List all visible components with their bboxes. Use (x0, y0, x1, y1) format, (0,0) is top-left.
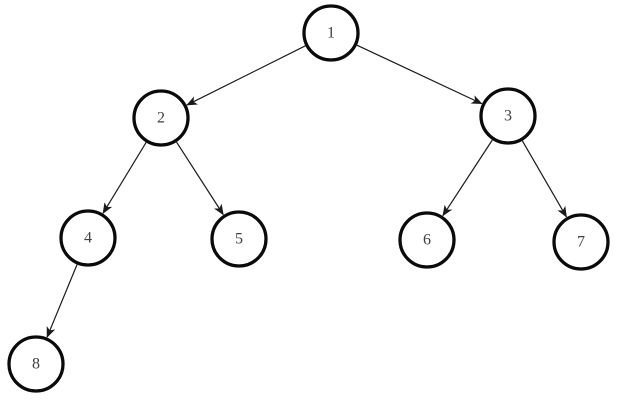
tree-node-1: 1 (302, 4, 360, 62)
tree-node-label-7: 7 (577, 234, 585, 251)
tree-node-2: 2 (132, 89, 190, 147)
tree-node-circle-4 (59, 209, 117, 267)
tree-node-label-6: 6 (423, 232, 431, 249)
tree-node-5: 5 (210, 210, 268, 268)
tree-node-label-1: 1 (327, 25, 335, 42)
tree-edge-2-4 (102, 142, 147, 214)
tree-edge-3-6 (442, 139, 493, 217)
tree-edge-1-3 (356, 44, 483, 105)
tree-node-circle-2 (132, 89, 190, 147)
tree-node-7: 7 (552, 213, 610, 271)
tree-node-circle-1 (302, 4, 360, 62)
tree-node-circle-6 (398, 211, 456, 269)
tree-edge-1-2 (186, 45, 306, 106)
tree-node-circle-8 (7, 335, 65, 393)
tree-node-label-2: 2 (157, 110, 165, 127)
tree-node-3: 3 (479, 87, 537, 145)
tree-edge-4-8 (46, 264, 78, 338)
tree-node-label-3: 3 (504, 108, 512, 125)
tree-node-label-5: 5 (235, 231, 243, 248)
tree-node-circle-3 (479, 87, 537, 145)
tree-edge-2-5 (176, 141, 224, 216)
tree-edge-3-7 (521, 140, 567, 218)
tree-node-8: 8 (7, 335, 65, 393)
tree-node-circle-5 (210, 210, 268, 268)
tree-node-6: 6 (398, 211, 456, 269)
tree-node-4: 4 (59, 209, 117, 267)
tree-node-label-8: 8 (32, 356, 40, 373)
tree-node-circle-7 (552, 213, 610, 271)
tree-node-label-4: 4 (84, 230, 92, 247)
